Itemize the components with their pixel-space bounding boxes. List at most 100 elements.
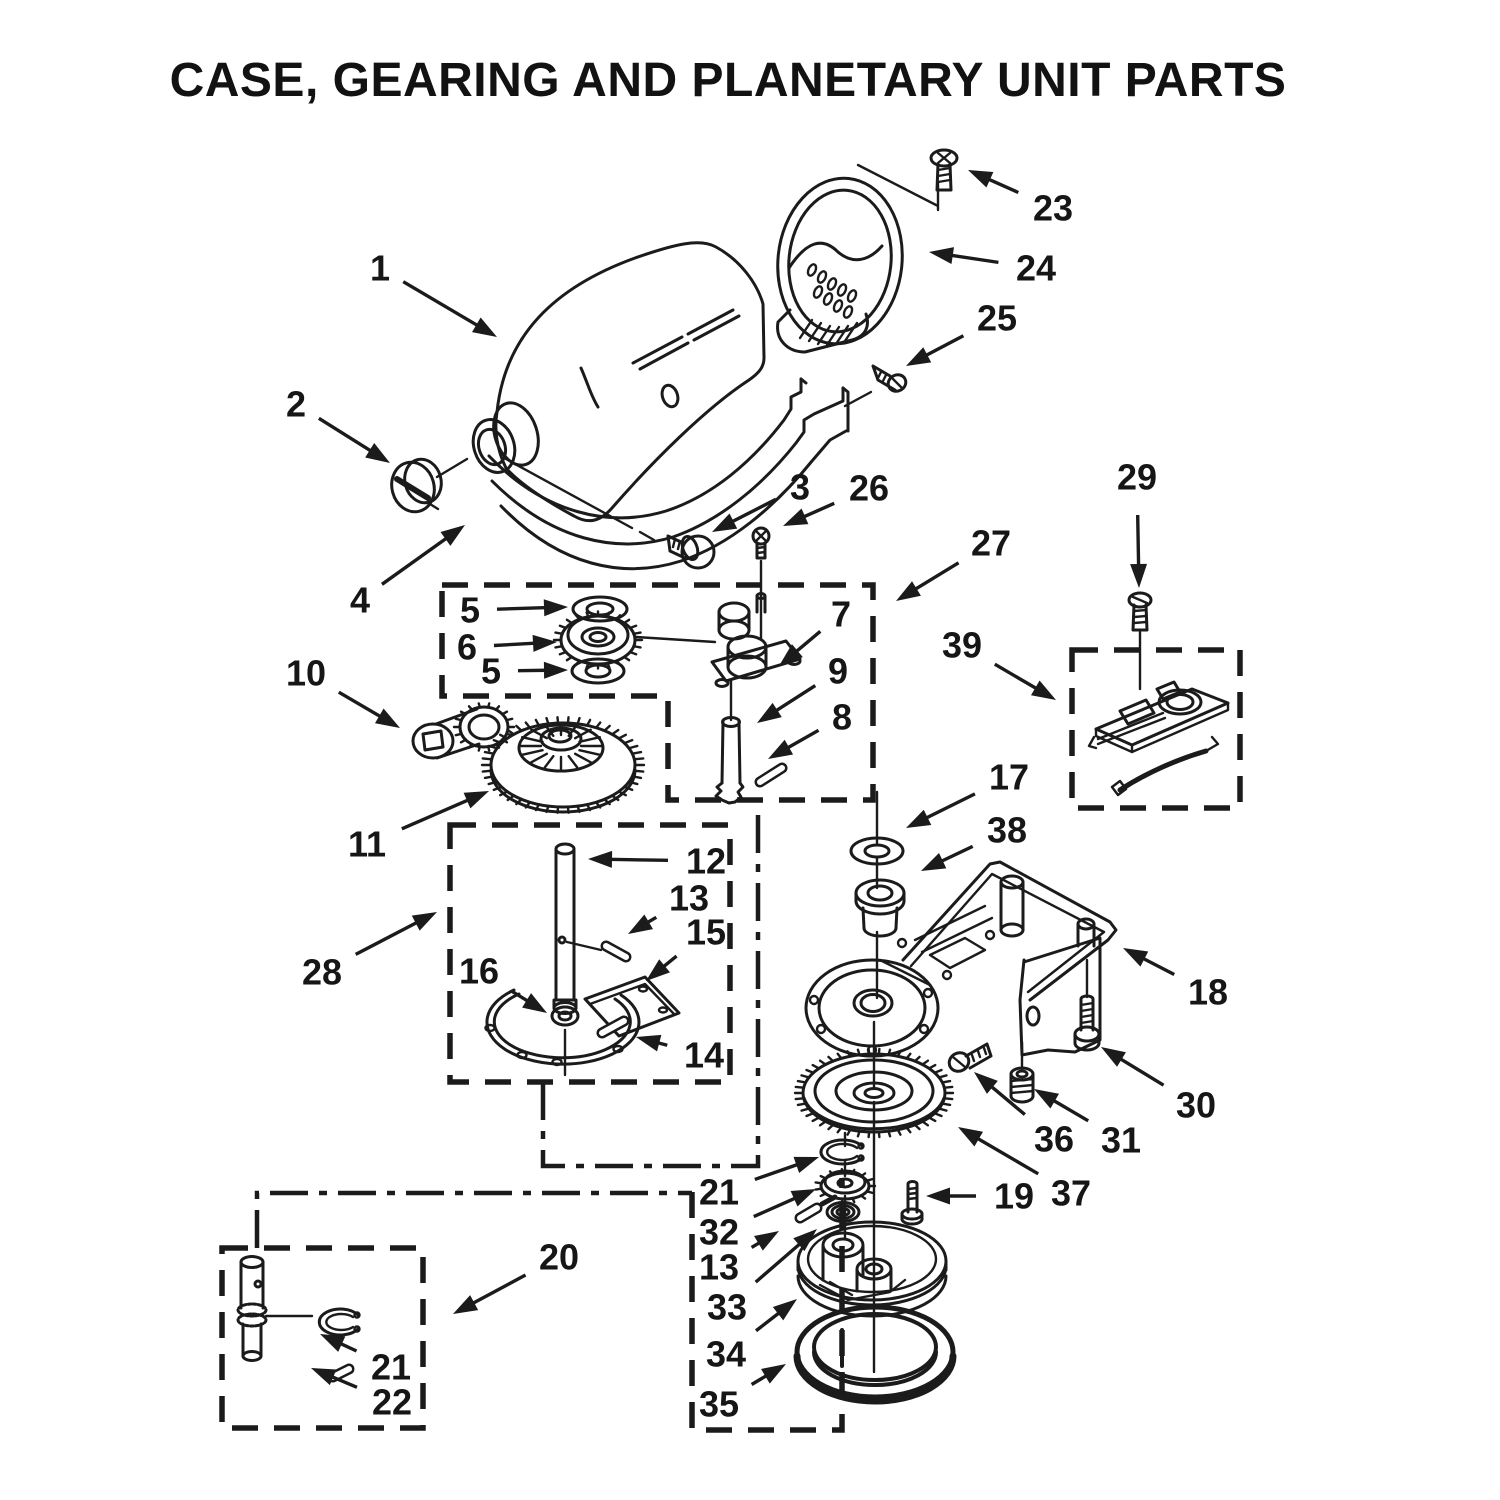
part-callout-1: 1 <box>370 248 497 337</box>
callout-arrowhead <box>712 513 738 532</box>
part-callout-9: 9 <box>757 651 848 723</box>
part-number-11: 11 <box>348 824 386 865</box>
callout-leader-line <box>337 690 384 720</box>
pin-14-art <box>596 1015 630 1039</box>
callout-arrowhead <box>906 809 932 828</box>
part-number-17: 17 <box>989 757 1029 798</box>
part-callout-2: 2 <box>286 384 390 463</box>
part-number-29: 29 <box>1117 457 1157 498</box>
part-callout-12: 12 <box>588 841 726 882</box>
gear-teeth <box>552 610 644 670</box>
callout-leader-line <box>380 535 450 586</box>
gasket-ring-16-art <box>484 988 641 1077</box>
part-callout-6: 6 <box>457 627 557 668</box>
callout-leader-line <box>401 797 472 831</box>
gear-teeth <box>480 716 646 814</box>
callout-leader-line <box>1139 955 1176 977</box>
callout-arrowhead <box>365 443 390 463</box>
part-number-3: 3 <box>790 467 810 508</box>
part-number-21: 21 <box>371 1347 411 1388</box>
part-callout-31: 31 <box>1034 1089 1141 1161</box>
callout-arrowhead <box>411 912 437 931</box>
part-callout-27: 27 <box>896 523 1011 601</box>
part-callout-18: 18 <box>1123 948 1228 1013</box>
callout-arrowhead <box>779 644 803 666</box>
part-number-25: 25 <box>977 298 1017 339</box>
part-number-34: 34 <box>706 1334 746 1375</box>
planetary-box-edge <box>689 1178 845 1433</box>
part-callout-30: 30 <box>1101 1047 1216 1126</box>
part-number-18: 18 <box>1188 972 1228 1013</box>
callout-leader-line <box>1135 514 1141 569</box>
speed-control-39-art <box>1087 680 1230 797</box>
callout-leader-line <box>328 1374 358 1389</box>
callout-arrowhead <box>790 1189 816 1207</box>
screw-36-art <box>947 1042 993 1073</box>
part-number-31: 31 <box>1101 1120 1141 1161</box>
callout-leader-line <box>402 280 481 329</box>
callout-leader-line <box>772 684 817 714</box>
shaft-12-art <box>552 842 603 1015</box>
part-number-32: 32 <box>699 1212 739 1253</box>
part-number-24: 24 <box>1016 248 1056 289</box>
part-callout-23: 23 <box>968 170 1073 229</box>
bushing-38-art <box>854 878 906 938</box>
part-callout-28: 28 <box>302 912 437 993</box>
part-number-1: 1 <box>370 248 390 289</box>
callout-arrowhead <box>588 850 613 868</box>
callout-arrowhead <box>1030 680 1056 700</box>
part-callout-17: 17 <box>906 757 1029 828</box>
part-callout-21: 21 <box>320 1334 411 1388</box>
pin-22-art <box>327 1363 355 1383</box>
callout-leader-line <box>912 561 960 593</box>
control-kit-box-39 <box>1069 647 1243 811</box>
callout-arrowhead <box>958 1127 984 1147</box>
link-line-left <box>254 1190 692 1248</box>
rear-cover-art <box>776 163 940 354</box>
thumbscrew-3-art <box>666 534 716 570</box>
part-callout-8: 8 <box>768 697 852 759</box>
gear-case-18-art <box>804 860 1118 1070</box>
retaining-ring-21-art <box>819 1138 865 1166</box>
gear-teeth <box>793 1047 955 1139</box>
part-callout-5: 5 <box>460 590 568 631</box>
callout-arrowhead <box>522 993 547 1013</box>
callout-arrowhead <box>311 1368 337 1386</box>
trim-band-art <box>487 377 850 571</box>
callout-arrowhead <box>768 739 794 759</box>
part-number-37: 37 <box>1051 1173 1091 1214</box>
part-number-39: 39 <box>942 625 982 666</box>
part-number-5: 5 <box>481 651 501 692</box>
part-number-16: 16 <box>459 951 499 992</box>
callout-leader-line <box>938 844 974 864</box>
callout-arrowhead <box>1123 948 1149 967</box>
part-number-28: 28 <box>302 952 342 993</box>
callout-arrowhead <box>463 791 489 809</box>
part-callout-35: 35 <box>699 1364 786 1425</box>
callout-leader-line <box>793 630 822 655</box>
part-number-36: 36 <box>1034 1119 1074 1160</box>
part-callout-26: 26 <box>783 468 889 526</box>
part-callout-24: 24 <box>929 247 1056 289</box>
line-art <box>236 148 1230 1405</box>
callout-arrowhead <box>926 1187 950 1205</box>
part-number-26: 26 <box>849 468 889 509</box>
callout-leader-line <box>948 253 999 265</box>
retaining-ring-21b-art <box>317 1307 361 1337</box>
part-callout-25: 25 <box>906 298 1017 366</box>
gear-set-box-27 <box>439 582 876 803</box>
callout-leader-line <box>354 919 421 956</box>
callout-leader-line <box>923 792 976 821</box>
screw-30-art <box>1073 994 1101 1052</box>
agitator-kit-box-20 <box>219 1245 426 1431</box>
callout-arrowhead <box>440 525 465 546</box>
part-callout-14: 14 <box>636 1035 724 1076</box>
part-number-33: 33 <box>707 1287 747 1328</box>
axis-lines <box>843 790 879 1374</box>
part-callout-33: 33 <box>707 1229 817 1328</box>
callout-leader-line <box>753 1195 799 1219</box>
part-number-8: 8 <box>832 697 852 738</box>
callout-leader-line <box>974 1135 1040 1176</box>
